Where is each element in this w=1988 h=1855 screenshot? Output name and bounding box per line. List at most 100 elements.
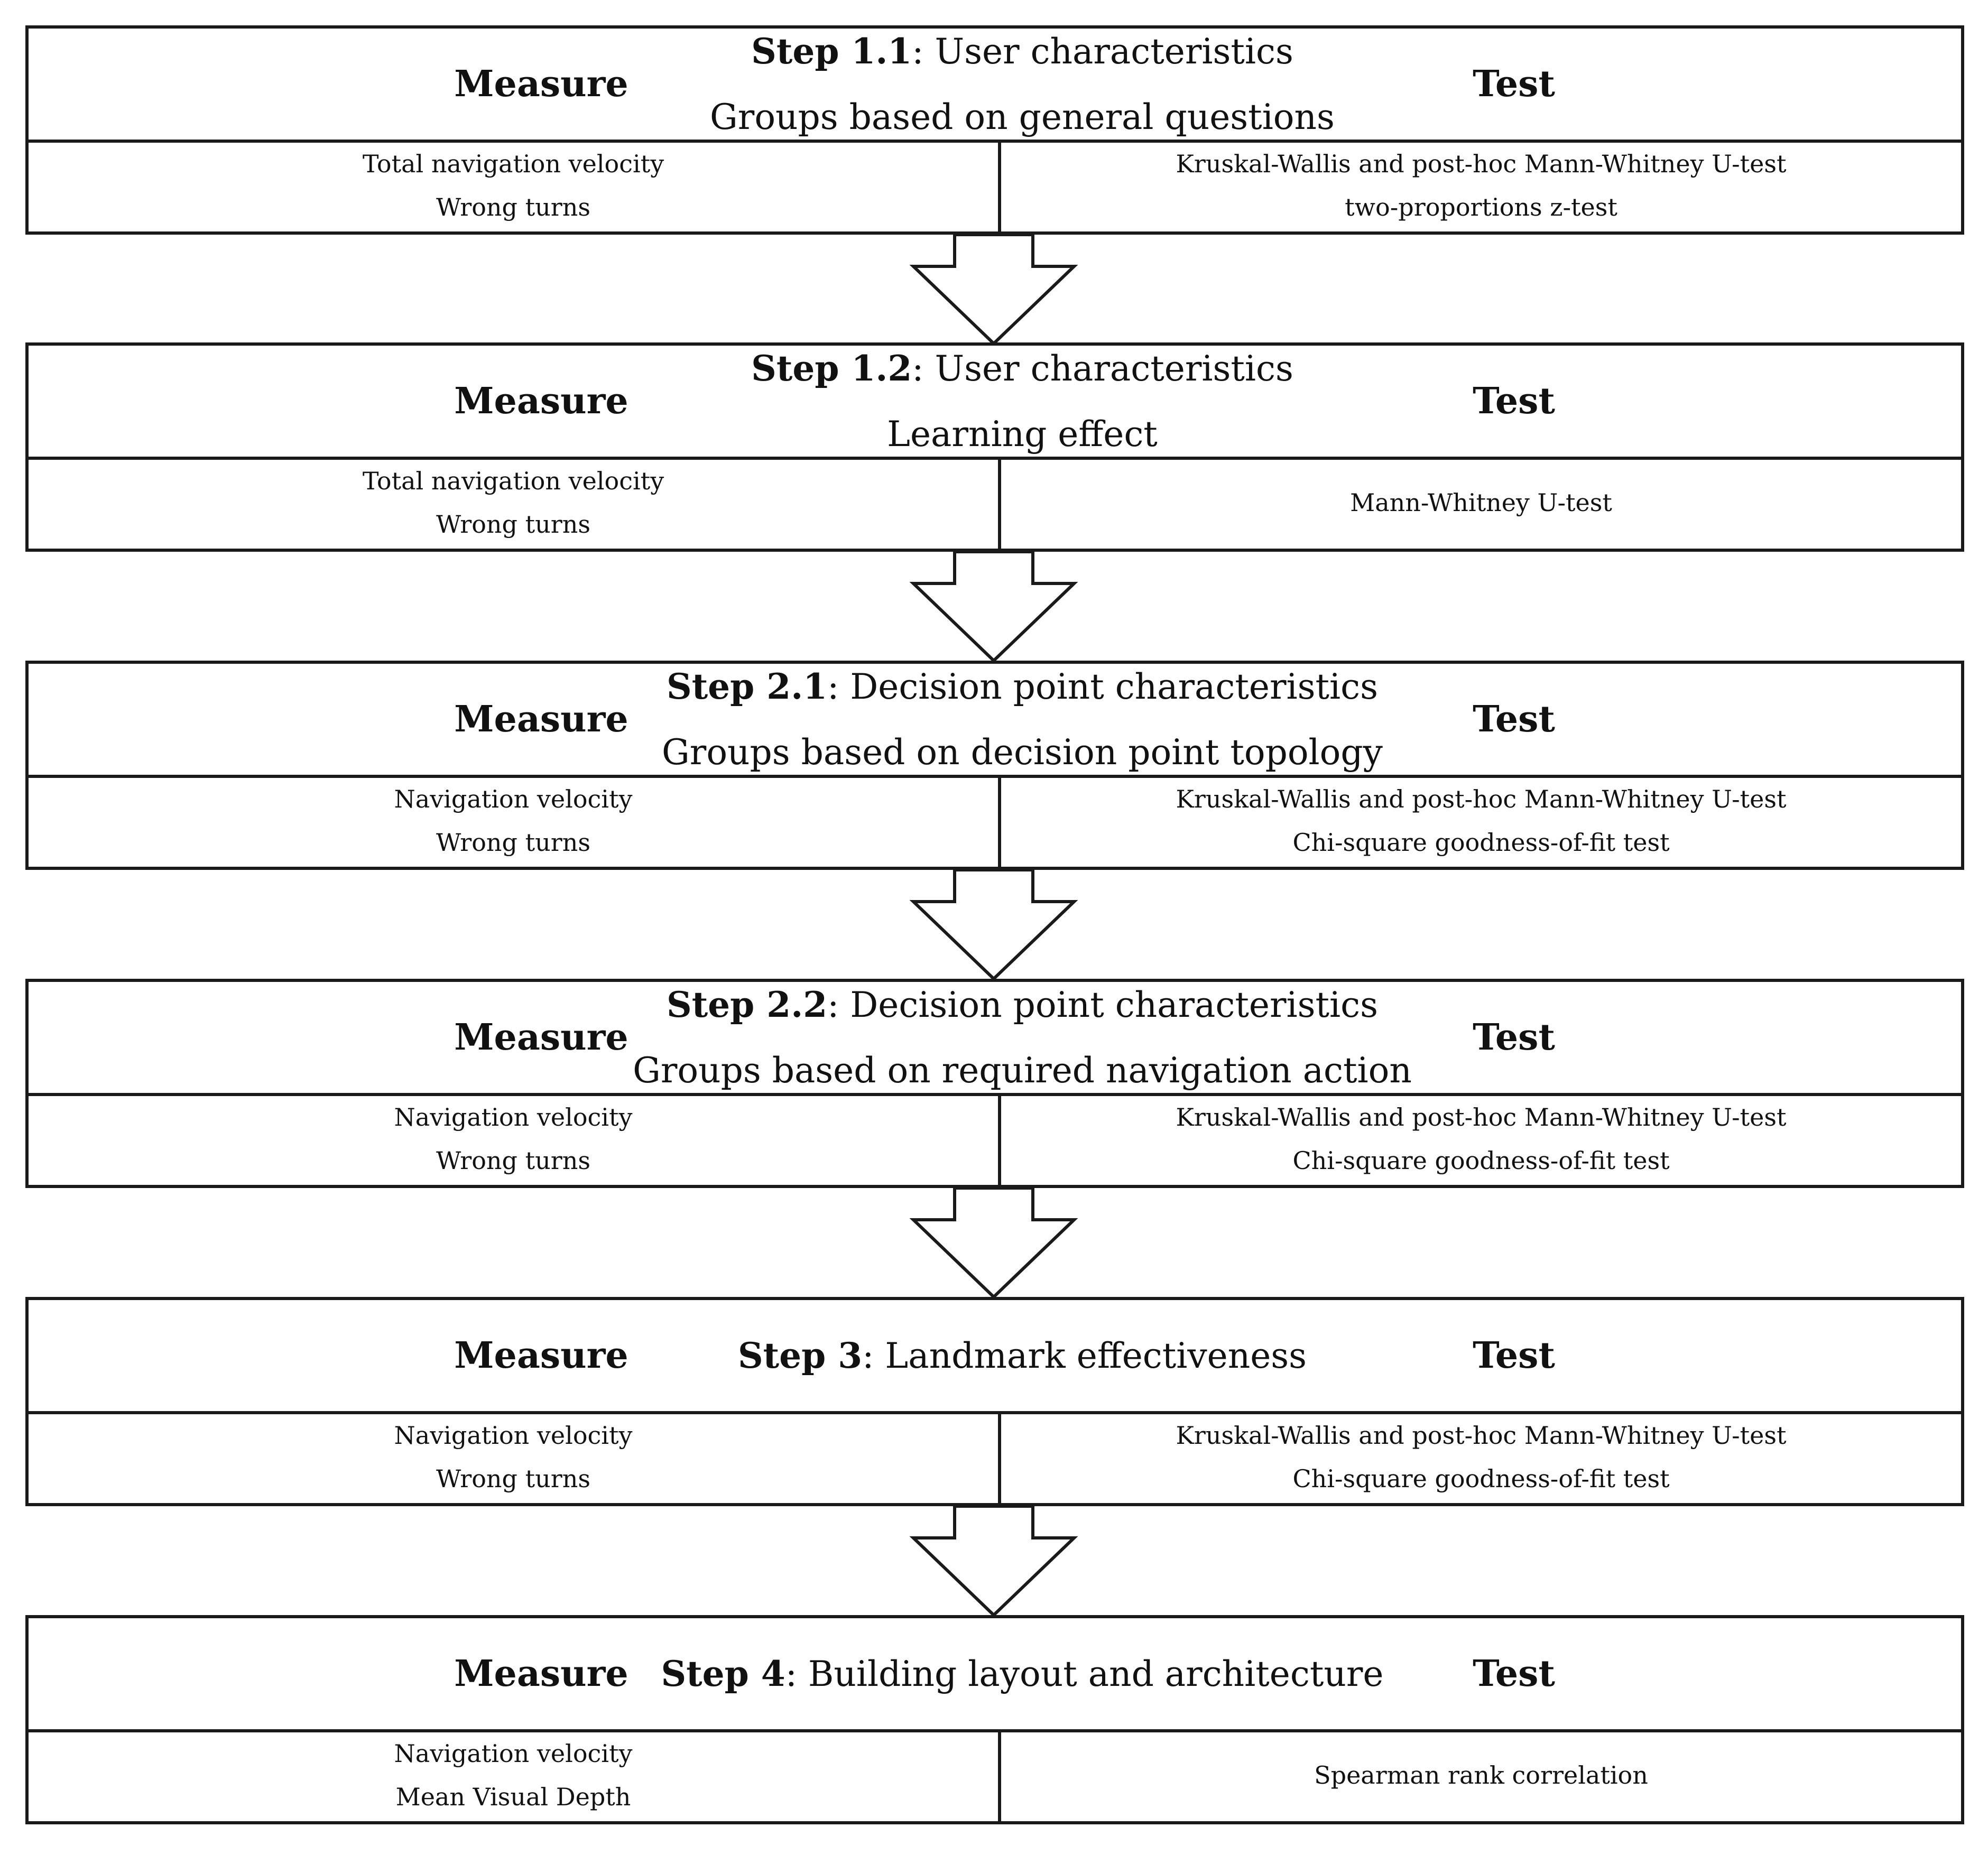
step-number: Step 1.1 (751, 30, 912, 72)
step-number: Step 3 (737, 1334, 863, 1376)
test-item: two-proportions z-test (1345, 193, 1617, 221)
step-body: Navigation velocity Wrong turns Kruskal-… (29, 775, 1961, 867)
step-body: Total navigation velocity Wrong turns Ma… (29, 457, 1961, 549)
test-item: Kruskal-Wallis and post-hoc Mann-Whitney… (1176, 785, 1787, 813)
step-title-line: Step 1.2: User characteristics (751, 347, 1293, 389)
step-header: Measure Step 2.1: Decision point charact… (29, 664, 1961, 778)
down-arrow-icon (909, 1188, 1078, 1299)
measures-column: Total navigation velocity Wrong turns (29, 457, 998, 549)
measure-item: Wrong turns (436, 510, 590, 539)
step-title-line: Step 3: Landmark effectiveness (737, 1334, 1307, 1376)
test-item: Kruskal-Wallis and post-hoc Mann-Whitney… (1176, 1103, 1787, 1131)
measures-column: Navigation velocity Mean Visual Depth (29, 1729, 998, 1821)
step-name: User characteristics (935, 348, 1293, 389)
step-box-1-2: Measure Step 1.2: User characteristics L… (25, 342, 1964, 552)
step-header: Measure Step 3: Landmark effectiveness T… (29, 1300, 1961, 1414)
step-number: Step 4 (661, 1653, 785, 1694)
step-number: Step 1.2 (751, 347, 912, 389)
test-label: Test (1473, 1016, 1555, 1059)
measure-item: Navigation velocity (394, 1103, 633, 1131)
measure-item: Total navigation velocity (362, 467, 664, 495)
measure-label: Measure (454, 698, 628, 740)
measures-column: Navigation velocity Wrong turns (29, 1411, 998, 1503)
step-name: User characteristics (935, 31, 1293, 72)
column-divider (998, 457, 1001, 549)
step-header: Measure Step 1.2: User characteristics L… (29, 346, 1961, 460)
step-body: Navigation velocity Wrong turns Kruskal-… (29, 1411, 1961, 1503)
step-name: Decision point characteristics (850, 666, 1378, 707)
measure-item: Navigation velocity (394, 1739, 633, 1768)
test-item: Chi-square goodness-of-fit test (1292, 828, 1670, 857)
measure-item: Mean Visual Depth (395, 1783, 631, 1811)
down-arrow-icon (909, 235, 1078, 346)
step-subtitle: Groups based on decision point topology (662, 731, 1383, 773)
step-name: Landmark effectiveness (885, 1335, 1307, 1376)
tests-column: Kruskal-Wallis and post-hoc Mann-Whitney… (1001, 775, 1961, 867)
column-divider (998, 1729, 1001, 1821)
tests-column: Kruskal-Wallis and post-hoc Mann-Whitney… (1001, 140, 1961, 231)
step-title: Step 3: Landmark effectiveness (504, 1300, 1540, 1411)
test-item: Kruskal-Wallis and post-hoc Mann-Whitney… (1176, 150, 1787, 178)
down-arrow-icon (909, 1506, 1078, 1617)
measure-item: Wrong turns (436, 1146, 590, 1175)
down-arrow-icon (909, 552, 1078, 663)
step-subtitle: Groups based on required navigation acti… (633, 1050, 1412, 1091)
test-item: Kruskal-Wallis and post-hoc Mann-Whitney… (1176, 1421, 1787, 1450)
measure-label: Measure (454, 1334, 628, 1377)
measures-column: Total navigation velocity Wrong turns (29, 140, 998, 231)
measure-item: Wrong turns (436, 1464, 590, 1493)
measure-item: Total navigation velocity (362, 150, 664, 178)
step-title: Step 2.2: Decision point characteristics… (504, 982, 1540, 1093)
down-arrow-icon (909, 870, 1078, 981)
step-name: Decision point characteristics (850, 984, 1378, 1025)
tests-column: Mann-Whitney U-test (1001, 457, 1961, 549)
step-body: Total navigation velocity Wrong turns Kr… (29, 140, 1961, 231)
test-item: Chi-square goodness-of-fit test (1292, 1146, 1670, 1175)
step-title: Step 2.1: Decision point characteristics… (504, 664, 1540, 775)
tests-column: Kruskal-Wallis and post-hoc Mann-Whitney… (1001, 1093, 1961, 1185)
test-label: Test (1473, 1334, 1555, 1377)
step-title-line: Step 2.2: Decision point characteristics (667, 984, 1378, 1025)
step-header: Measure Step 4: Building layout and arch… (29, 1618, 1961, 1732)
column-divider (998, 1411, 1001, 1503)
measure-label: Measure (454, 1653, 628, 1695)
column-divider (998, 775, 1001, 867)
step-box-2-1: Measure Step 2.1: Decision point charact… (25, 661, 1964, 870)
test-item: Chi-square goodness-of-fit test (1292, 1464, 1670, 1493)
measure-label: Measure (454, 1016, 628, 1059)
step-title: Step 1.2: User characteristics Learning … (504, 346, 1540, 457)
step-box-2-2: Measure Step 2.2: Decision point charact… (25, 979, 1964, 1188)
tests-column: Kruskal-Wallis and post-hoc Mann-Whitney… (1001, 1411, 1961, 1503)
measure-item: Navigation velocity (394, 1421, 633, 1450)
step-title-line: Step 4: Building layout and architecture (661, 1653, 1384, 1694)
step-number: Step 2.1 (667, 665, 828, 707)
measures-column: Navigation velocity Wrong turns (29, 1093, 998, 1185)
measure-item: Wrong turns (436, 828, 590, 857)
step-header: Measure Step 1.1: User characteristics G… (29, 29, 1961, 143)
test-item: Mann-Whitney U-test (1350, 488, 1612, 517)
test-label: Test (1473, 63, 1555, 105)
measure-label: Measure (454, 63, 628, 105)
step-box-4: Measure Step 4: Building layout and arch… (25, 1615, 1964, 1824)
step-name: Building layout and architecture (808, 1653, 1384, 1694)
step-number: Step 2.2 (667, 984, 828, 1025)
test-label: Test (1473, 1653, 1555, 1695)
column-divider (998, 140, 1001, 231)
tests-column: Spearman rank correlation (1001, 1729, 1961, 1821)
measures-column: Navigation velocity Wrong turns (29, 775, 998, 867)
test-label: Test (1473, 698, 1555, 740)
step-header: Measure Step 2.2: Decision point charact… (29, 982, 1961, 1096)
step-title-line: Step 2.1: Decision point characteristics (667, 665, 1378, 707)
measure-item: Wrong turns (436, 193, 590, 221)
step-body: Navigation velocity Mean Visual Depth Sp… (29, 1729, 1961, 1821)
step-title: Step 1.1: User characteristics Groups ba… (504, 29, 1540, 140)
test-item: Spearman rank correlation (1314, 1761, 1648, 1789)
test-label: Test (1473, 380, 1555, 422)
step-title: Step 4: Building layout and architecture (504, 1618, 1540, 1729)
step-subtitle: Learning effect (887, 413, 1158, 455)
step-subtitle: Groups based on general questions (710, 96, 1335, 137)
measure-label: Measure (454, 380, 628, 422)
step-body: Navigation velocity Wrong turns Kruskal-… (29, 1093, 1961, 1185)
measure-item: Navigation velocity (394, 785, 633, 813)
step-box-1-1: Measure Step 1.1: User characteristics G… (25, 25, 1964, 235)
